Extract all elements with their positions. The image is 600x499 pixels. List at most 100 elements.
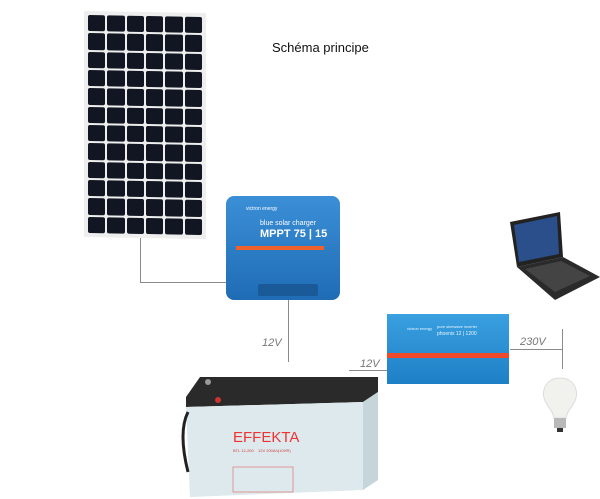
solar-cell (126, 52, 144, 69)
solar-cell (184, 181, 202, 199)
solar-cell (165, 71, 183, 88)
solar-cell (126, 144, 144, 161)
solar-cell (184, 145, 202, 162)
solar-cell (184, 218, 202, 235)
inverter-subtitle: pure sinewave inverter (437, 324, 478, 329)
controller-model: MPPT 75 | 15 (260, 228, 328, 240)
solar-cell (165, 199, 183, 217)
solar-cell (107, 125, 125, 142)
solar-cell (184, 35, 202, 52)
wire-controller-battery (288, 300, 289, 362)
solar-cell (146, 126, 164, 143)
solar-cell (146, 34, 164, 51)
controller-brand: victron energy (246, 206, 278, 212)
solar-cell (107, 51, 125, 69)
solar-cell (165, 144, 183, 162)
solar-cell (126, 34, 144, 51)
solar-panel-icon (84, 10, 206, 240)
solar-cell (184, 16, 202, 34)
solar-cell (165, 218, 183, 235)
solar-cell (126, 162, 144, 179)
solar-cell (88, 70, 106, 87)
battery-spec: 12V 200Ah(10HR) (258, 448, 291, 453)
solar-cell (126, 199, 144, 216)
solar-cell (107, 161, 125, 179)
battery-icon: EFFEKTA BTL 12-200 12V 200Ah(10HR) (181, 377, 378, 497)
wire-panel (140, 238, 141, 283)
solar-cell (107, 106, 125, 124)
controller-stripe (236, 246, 324, 250)
solar-cell (88, 161, 106, 179)
controller-subtitle: blue solar charger (260, 220, 317, 227)
solar-cell (88, 143, 106, 160)
battery-brand: EFFEKTA (233, 429, 299, 446)
inverter-stripe (387, 353, 509, 358)
solar-cell (88, 180, 106, 197)
solar-cell (88, 51, 106, 69)
solar-cell (88, 88, 106, 105)
solar-cell (126, 89, 144, 106)
solar-cell (146, 181, 164, 198)
solar-cell (126, 125, 144, 143)
solar-cell (184, 126, 202, 144)
solar-cell (184, 108, 202, 125)
inverter-brand: victron energy (407, 326, 433, 331)
solar-cell (146, 107, 164, 125)
solar-cell (146, 199, 164, 216)
wire-output-bus (562, 329, 563, 369)
solar-cell (165, 108, 183, 125)
wire-panel-controller (140, 282, 232, 283)
solar-cell (107, 15, 125, 32)
diagram-title: Schéma principe (272, 40, 369, 55)
solar-cell (165, 126, 183, 143)
solar-cell (165, 181, 183, 198)
solar-cell (165, 163, 183, 180)
solar-cell (184, 90, 202, 107)
battery-model: BTL 12-200 (233, 448, 255, 453)
solar-cell (165, 16, 183, 33)
solar-cell (184, 71, 202, 89)
voltage-label-12v-inverter: 12V (360, 358, 380, 370)
solar-cell (107, 143, 125, 161)
laptop-icon (510, 212, 600, 300)
voltage-label-230v: 230V (520, 336, 546, 348)
solar-cell (184, 163, 202, 180)
solar-cell (88, 216, 106, 234)
solar-cell (126, 180, 144, 198)
solar-cell (146, 89, 164, 106)
solar-cell (146, 52, 164, 70)
solar-cell (88, 125, 106, 142)
solar-cell (107, 180, 125, 197)
solar-cell (184, 200, 202, 217)
wire-inverter-output (510, 349, 563, 350)
solar-cell (146, 217, 164, 235)
solar-cell (126, 15, 144, 33)
voltage-label-12v: 12V (262, 337, 282, 349)
solar-cell (107, 88, 125, 106)
solar-cell (126, 70, 144, 88)
inverter-model: phoenix 12 | 1200 (437, 331, 477, 337)
controller-terminals (258, 284, 318, 296)
wire-battery-inverter (349, 370, 387, 371)
solar-cell (146, 16, 164, 33)
solar-cell (88, 106, 106, 124)
inverter: victron energy pure sinewave inverter ph… (387, 314, 509, 384)
solar-cell (146, 162, 164, 180)
solar-cell (165, 53, 183, 70)
solar-cell (165, 34, 183, 52)
solar-cell (126, 107, 144, 124)
solar-cell (126, 217, 144, 234)
solar-cell (88, 198, 106, 215)
solar-cell (88, 33, 106, 50)
solar-cell (165, 89, 183, 107)
solar-cell (107, 33, 125, 51)
solar-cell (146, 144, 164, 161)
solar-cell (107, 198, 125, 216)
light-bulb-icon (543, 377, 577, 432)
solar-cell (184, 53, 202, 70)
solar-cell (146, 71, 164, 88)
solar-cell (107, 216, 125, 234)
solar-cell (88, 15, 106, 32)
solar-cell (107, 70, 125, 87)
